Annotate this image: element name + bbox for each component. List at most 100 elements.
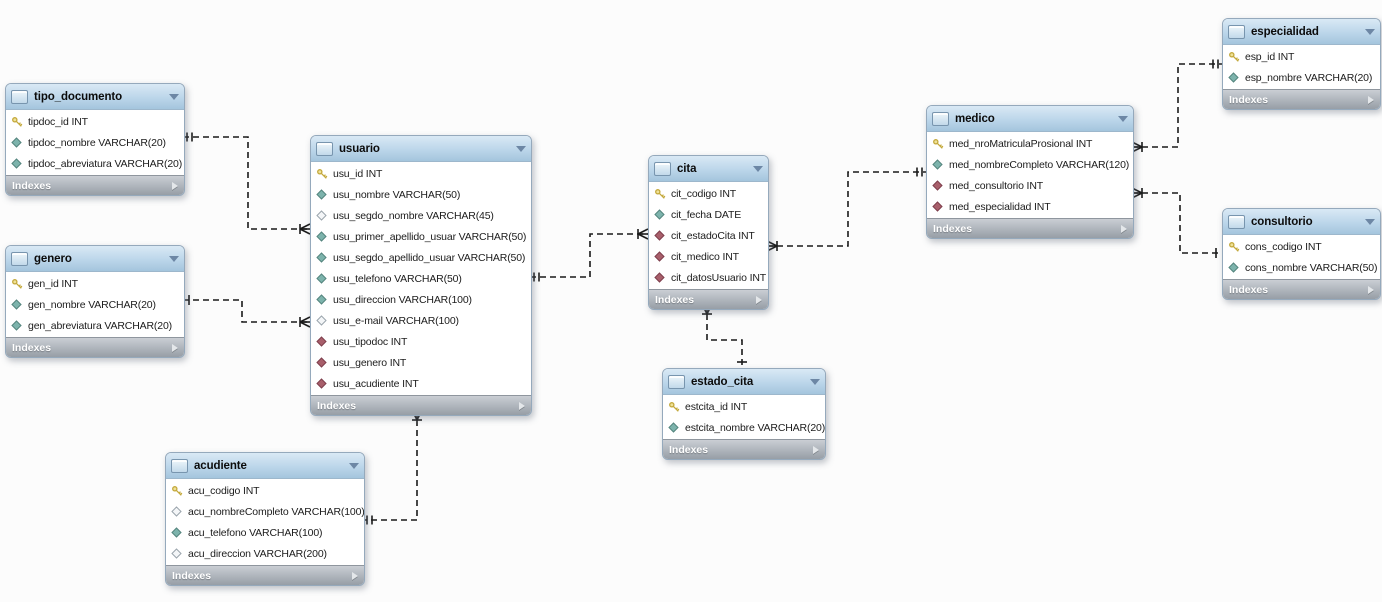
collapse-arrow-icon[interactable] [169, 255, 179, 262]
column-cit_estadoCita[interactable]: cit_estadoCita INT [649, 225, 768, 246]
column-cit_codigo[interactable]: cit_codigo INT [649, 183, 768, 204]
column-acu_codigo[interactable]: acu_codigo INT [166, 480, 364, 501]
collapse-arrow-icon[interactable] [1365, 28, 1375, 35]
collapse-arrow-icon[interactable] [1365, 218, 1375, 225]
column-tipdoc_id[interactable]: tipdoc_id INT [6, 111, 184, 132]
table-acudiente[interactable]: acudiente acu_codigo INT acu_nombreComplet… [165, 452, 365, 586]
table-header-estado_cita[interactable]: estado_cita [663, 369, 825, 395]
column-usu_e-mail[interactable]: usu_e-mail VARCHAR(100) [311, 310, 531, 331]
column-usu_genero[interactable]: usu_genero INT [311, 352, 531, 373]
column-cit_fecha[interactable]: cit_fecha DATE [649, 204, 768, 225]
table-header-acudiente[interactable]: acudiente [166, 453, 364, 479]
column-cit_medico[interactable]: cit_medico INT [649, 246, 768, 267]
column-definition: usu_direccion VARCHAR(100) [333, 293, 472, 306]
relationship-usuario-acudiente[interactable] [363, 409, 423, 525]
table-header-usuario[interactable]: usuario [311, 136, 531, 162]
relationship-usuario-cita[interactable] [530, 228, 649, 282]
primary-key-icon [932, 138, 944, 150]
table-header-cita[interactable]: cita [649, 156, 768, 182]
column-usu_direccion[interactable]: usu_direccion VARCHAR(100) [311, 289, 531, 310]
relationship-cita-medico[interactable] [766, 167, 926, 252]
column-med_consultorio[interactable]: med_consultorio INT [927, 175, 1133, 196]
indexes-section[interactable]: Indexes [663, 439, 825, 459]
not-null-column-icon [11, 319, 23, 332]
indexes-section[interactable]: Indexes [649, 289, 768, 309]
column-cons_codigo[interactable]: cons_codigo INT [1223, 236, 1380, 257]
column-acu_nombreCompleto[interactable]: acu_nombreCompleto VARCHAR(100) [166, 501, 364, 522]
column-med_nombreCompleto[interactable]: med_nombreCompleto VARCHAR(120) [927, 154, 1133, 175]
column-estcita_id[interactable]: estcita_id INT [663, 396, 825, 417]
column-definition: usu_telefono VARCHAR(50) [333, 272, 462, 285]
expand-arrow-icon [172, 343, 178, 352]
column-med_especialidad[interactable]: med_especialidad INT [927, 196, 1133, 217]
not-null-column-icon [668, 421, 680, 434]
indexes-section[interactable]: Indexes [1223, 89, 1380, 109]
table-header-especialidad[interactable]: especialidad [1223, 19, 1380, 45]
indexes-section[interactable]: Indexes [1223, 279, 1380, 299]
foreign-key-column-icon [932, 200, 944, 213]
column-gen_id[interactable]: gen_id INT [6, 273, 184, 294]
foreign-key-column-icon [654, 271, 666, 284]
relationship-tipo_documento-usuario[interactable] [183, 132, 311, 235]
table-icon [932, 111, 949, 126]
indexes-label: Indexes [12, 341, 52, 354]
column-definition: acu_codigo INT [188, 484, 260, 497]
column-estcita_nombre[interactable]: estcita_nombre VARCHAR(20) [663, 417, 825, 438]
column-usu_acudiente[interactable]: usu_acudiente INT [311, 373, 531, 394]
expand-arrow-icon [1368, 95, 1374, 104]
column-definition: cit_codigo INT [671, 187, 737, 200]
collapse-arrow-icon[interactable] [753, 165, 763, 172]
column-usu_segdo_nombre[interactable]: usu_segdo_nombre VARCHAR(45) [311, 205, 531, 226]
foreign-key-column-icon [654, 229, 666, 242]
column-usu_primer_apellido_usuar[interactable]: usu_primer_apellido_usuar VARCHAR(50) [311, 226, 531, 247]
table-header-consultorio[interactable]: consultorio [1223, 209, 1380, 235]
relationship-cita-estado_cita[interactable] [701, 303, 747, 368]
indexes-section[interactable]: Indexes [6, 175, 184, 195]
indexes-section[interactable]: Indexes [166, 565, 364, 585]
column-usu_nombre[interactable]: usu_nombre VARCHAR(50) [311, 184, 531, 205]
table-header-medico[interactable]: medico [927, 106, 1133, 132]
column-definition: acu_telefono VARCHAR(100) [188, 526, 323, 539]
column-usu_telefono[interactable]: usu_telefono VARCHAR(50) [311, 268, 531, 289]
column-acu_direccion[interactable]: acu_direccion VARCHAR(200) [166, 543, 364, 564]
column-tipdoc_abreviatura[interactable]: tipdoc_abreviatura VARCHAR(20) [6, 153, 184, 174]
column-usu_tipodoc[interactable]: usu_tipodoc INT [311, 331, 531, 352]
column-cons_nombre[interactable]: cons_nombre VARCHAR(50) [1223, 257, 1380, 278]
collapse-arrow-icon[interactable] [1118, 115, 1128, 122]
table-title: acudiente [194, 459, 247, 472]
indexes-section[interactable]: Indexes [927, 218, 1133, 238]
column-tipdoc_nombre[interactable]: tipdoc_nombre VARCHAR(20) [6, 132, 184, 153]
column-esp_id[interactable]: esp_id INT [1223, 46, 1380, 67]
relationship-medico-especialidad[interactable] [1131, 59, 1222, 153]
column-usu_segdo_apellido_usuar[interactable]: usu_segdo_apellido_usuar VARCHAR(50) [311, 247, 531, 268]
foreign-key-column-icon [316, 335, 328, 348]
collapse-arrow-icon[interactable] [516, 145, 526, 152]
relationship-medico-consultorio[interactable] [1131, 187, 1222, 258]
column-esp_nombre[interactable]: esp_nombre VARCHAR(20) [1223, 67, 1380, 88]
column-gen_nombre[interactable]: gen_nombre VARCHAR(20) [6, 294, 184, 315]
table-header-genero[interactable]: genero [6, 246, 184, 272]
column-usu_id[interactable]: usu_id INT [311, 163, 531, 184]
column-acu_telefono[interactable]: acu_telefono VARCHAR(100) [166, 522, 364, 543]
indexes-section[interactable]: Indexes [311, 395, 531, 415]
relationship-genero-usuario[interactable] [183, 295, 311, 328]
nullable-column-icon [171, 505, 183, 518]
column-gen_abreviatura[interactable]: gen_abreviatura VARCHAR(20) [6, 315, 184, 336]
collapse-arrow-icon[interactable] [169, 93, 179, 100]
column-med_nroMatriculaProsional[interactable]: med_nroMatriculaProsional INT [927, 133, 1133, 154]
collapse-arrow-icon[interactable] [810, 378, 820, 385]
column-cit_datosUsuario[interactable]: cit_datosUsuario INT [649, 267, 768, 288]
table-title: tipo_documento [34, 90, 123, 103]
collapse-arrow-icon[interactable] [349, 462, 359, 469]
indexes-section[interactable]: Indexes [6, 337, 184, 357]
table-header-tipo_documento[interactable]: tipo_documento [6, 84, 184, 110]
